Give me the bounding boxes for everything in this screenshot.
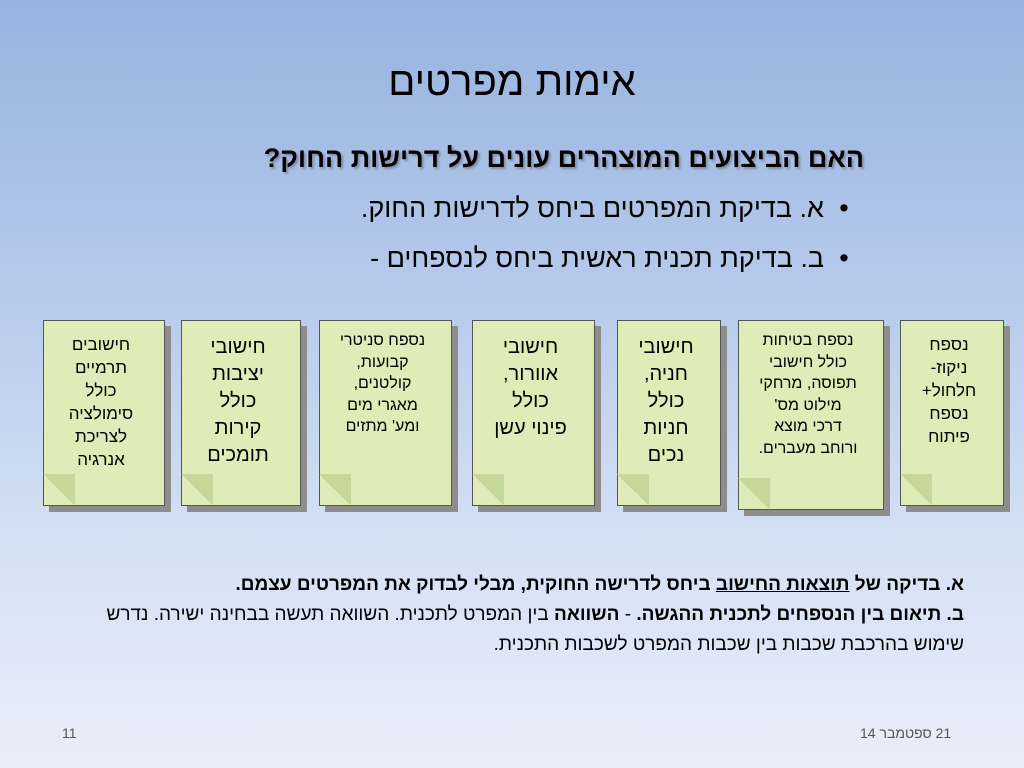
page-number: 11 bbox=[62, 725, 77, 741]
note-parking: חישובי חניה, כולל חניות נכים bbox=[617, 320, 727, 512]
bullet-dot: • bbox=[839, 243, 849, 273]
note-text: חישובי חניה, כולל חניות נכים bbox=[638, 336, 694, 466]
note-text: נספח ניקוז- חלחול+ נספח פיתוח bbox=[921, 335, 977, 446]
bullet-item: • א. בדיקת המפרטים ביחס לדרישות החוק. bbox=[361, 193, 864, 243]
note-text: נספח סניטרי קבועות, קולטנים, מאגרי מים ו… bbox=[339, 332, 426, 436]
note-thermal: חישובים תרמיים כולל סימולציה לצריכת אנרג… bbox=[43, 320, 171, 512]
explanation-b-text2: בין המפרט לתכנית. השוואה תעשה בבחינה ישי… bbox=[106, 604, 965, 655]
bullet-item: • ב. בדיקת תכנית ראשית ביחס לנספחים - bbox=[361, 243, 864, 293]
note-text: חישובים תרמיים כולל סימולציה לצריכת אנרג… bbox=[68, 335, 134, 469]
note-stability: חישובי יציבות כולל קירות תומכים bbox=[181, 320, 307, 512]
explanation-line-b: ב. תיאום בין הנספחים לתכנית ההגשה. - השו… bbox=[70, 600, 965, 660]
note-fold-corner bbox=[181, 474, 213, 506]
footer-date: 21 ספטמבר 14 bbox=[860, 725, 952, 741]
note-fold-corner bbox=[319, 474, 351, 506]
note-text: חישובי יציבות כולל קירות תומכים bbox=[207, 336, 269, 466]
note-text: נספח בטיחות כולל חישובי תפוסה, מרחקי מיל… bbox=[758, 332, 858, 457]
explanation-b-bold: ב. תיאום בין הנספחים לתכנית ההגשה. bbox=[636, 604, 964, 625]
bullet-dot: • bbox=[839, 193, 849, 223]
bullet-list: • א. בדיקת המפרטים ביחס לדרישות החוק. • ב.… bbox=[361, 193, 864, 293]
note-ventilation: חישובי אוורור, כולל פינוי עשן bbox=[472, 320, 601, 512]
note-fold-corner bbox=[472, 474, 504, 506]
note-fold-corner bbox=[900, 474, 932, 506]
explanation-a-prefix: א. בדיקה של bbox=[849, 574, 964, 595]
slide-title: אימות מפרטים bbox=[388, 60, 636, 104]
explanation-a-underlined: תוצאות החישוב bbox=[715, 574, 850, 595]
explanation-block: א. בדיקה של תוצאות החישוב ביחס לדרישה הח… bbox=[70, 570, 965, 660]
bullet-text: א. בדיקת המפרטים ביחס לדרישות החוק. bbox=[360, 193, 824, 223]
bullet-text: ב. בדיקת תכנית ראשית ביחס לנספחים - bbox=[370, 243, 824, 273]
note-text: חישובי אוורור, כולל פינוי עשן bbox=[494, 336, 567, 439]
note-safety: נספח בטיחות כולל חישובי תפוסה, מרחקי מיל… bbox=[738, 320, 890, 516]
explanation-b-text1: - bbox=[619, 604, 637, 625]
explanation-b-bold-word: השוואה bbox=[554, 604, 620, 625]
note-drainage: נספח ניקוז- חלחול+ נספח פיתוח bbox=[900, 320, 1010, 512]
slide-subtitle: האם הביצועים המוצהרים עונים על דרישות הח… bbox=[263, 143, 864, 173]
explanation-line-a: א. בדיקה של תוצאות החישוב ביחס לדרישה הח… bbox=[70, 570, 964, 600]
note-sanitary: נספח סניטרי קבועות, קולטנים, מאגרי מים ו… bbox=[319, 320, 458, 512]
note-fold-corner bbox=[43, 474, 75, 506]
explanation-a-suffix: ביחס לדרישה החוקית, מבלי לבדוק את המפרטי… bbox=[235, 574, 716, 595]
note-fold-corner bbox=[617, 474, 649, 506]
note-fold-corner bbox=[738, 478, 770, 510]
